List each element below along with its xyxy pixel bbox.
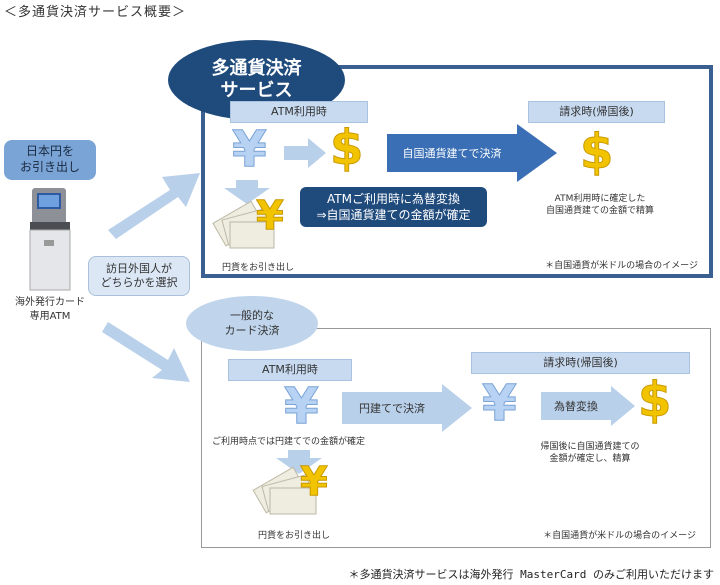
gc-title-line2: カード決済 [224,323,280,337]
arrow-down-icon [224,180,270,204]
gc-title-line1: 一般的な [230,309,274,323]
gc-billing-line2: 金額が確定し、精算 [549,454,631,465]
mc-billing-line2: 自国通貨建ての金額で精算 [545,206,654,217]
gc-atm-use-header: ATM利用時 [228,359,352,381]
gc-withdraw-caption: 円貨をお引き出し [258,531,331,541]
mc-withdraw-caption: 円貨をお引き出し [222,263,295,273]
atm-label-line2: 専用ATM [29,310,71,322]
mc-atm-use-header: ATM利用時 [230,101,368,123]
withdraw-yen-label: 日本円を お引き出し [4,140,96,180]
settle-arrow-icon [387,124,557,182]
atm-machine-icon [29,188,71,291]
mc-note: ＊自国通貨が米ドルの場合のイメージ [545,261,698,271]
dollar-icon: $ [579,124,614,180]
yen-gold-icon: ¥ [256,193,285,239]
mc-billing-header: 請求時(帰国後) [528,101,665,123]
settle-arrow-icon [342,384,472,432]
arrow-down-right-icon [102,322,190,382]
choose-line1: 訪日外国人が [106,261,172,275]
withdraw-yen-line1: 日本円を [25,144,74,159]
atm-label-line1: 海外発行カード [15,297,85,308]
dollar-icon: $ [637,372,672,428]
footnote: ＊多通貨決済サービスは海外発行 MasterCard のみご利用いただけます [348,568,714,581]
gc-settle-label: 円建てで決済 [359,402,425,415]
mc-settle-label: 自国通貨建てで決済 [402,147,502,160]
atm-label: 海外発行カード 専用ATM [4,296,96,323]
arrow-down-icon [276,450,322,474]
mc-conversion-box: ATMご利用時に為替変換 ⇒自国通貨建ての金額が確定 [300,187,487,227]
dollar-icon: $ [329,120,364,176]
banknotes-icon [252,466,317,515]
exchange-arrow-icon [541,386,635,426]
gc-billing-header: 請求時(帰国後) [471,352,690,374]
arrow-up-right-icon [108,173,200,239]
general-card-title: 一般的な カード決済 [186,296,318,351]
mc-title-line1: 多通貨決済 [211,57,302,79]
mc-conversion-line2: ⇒自国通貨建ての金額が確定 [316,208,471,222]
banknotes-icon [212,200,275,249]
choose-line2: どちらかを選択 [100,276,178,289]
page-title: ＜多通貨決済サービス概要＞ [4,5,187,20]
gc-billing-line1: 帰国後に自国通貨建ての [540,442,640,452]
yen-icon: ¥ [284,377,320,435]
gc-note: ＊自国通貨が米ドルの場合のイメージ [543,531,696,541]
mc-title-line2: サービス [220,80,293,101]
mc-conversion-line1: ATMご利用時に為替変換 [327,191,460,206]
choose-label: 訪日外国人が どちらかを選択 [88,256,190,296]
gc-billing-caption: 帰国後に自国通貨建ての 金額が確定し、精算 [520,441,660,465]
multi-currency-title: 多通貨決済 サービス [168,40,345,120]
withdraw-yen-line2: お引き出し [19,160,80,174]
yen-icon: ¥ [232,120,268,178]
mc-billing-line1: ATM利用時に確定した [554,194,646,204]
yen-icon: ¥ [482,374,518,432]
arrow-right-small-icon [284,138,326,168]
gc-exchange-label: 為替変換 [554,400,598,413]
gc-usage-caption: ご利用時点では円建てでの金額が確定 [212,437,366,447]
yen-gold-icon: ¥ [300,459,329,505]
mc-billing-caption: ATM利用時に確定した 自国通貨建ての金額で精算 [530,193,670,217]
